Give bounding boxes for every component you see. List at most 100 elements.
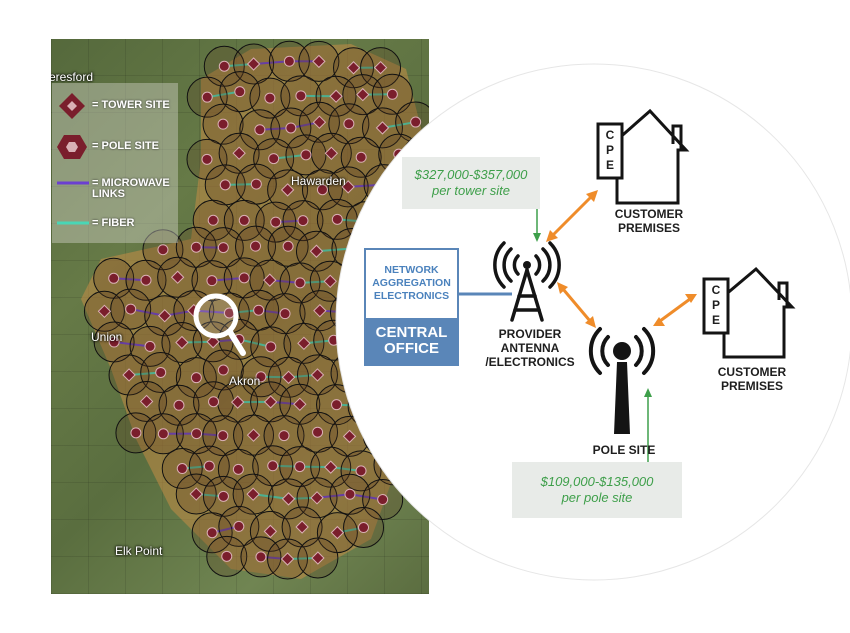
map-pole-site — [294, 461, 306, 473]
map-pole-site — [282, 240, 294, 252]
map-pole-site — [217, 490, 229, 502]
map-pole-site — [125, 303, 137, 315]
map-tower-site — [329, 89, 343, 103]
map-pole-site — [176, 463, 188, 475]
map-tower-site — [323, 274, 337, 289]
map-tower-site — [206, 335, 220, 349]
coverage-map: eresford Hawarden Akron Elk Point Union — [51, 39, 429, 594]
map-pole-site — [155, 366, 167, 378]
map-pole-site — [234, 86, 246, 98]
map-tower-site — [246, 57, 261, 71]
map-tower-site — [189, 487, 203, 501]
map-tower-site — [312, 115, 327, 129]
map-pole-site — [265, 341, 277, 353]
pole-cost-arrow — [644, 388, 652, 462]
place-label-beresford: eresford — [51, 70, 94, 84]
map-tower-site — [157, 309, 172, 323]
map-pole-site — [270, 216, 282, 228]
map-pole-site — [238, 272, 250, 284]
map-pole-site — [190, 241, 202, 253]
map-pole-site — [267, 460, 279, 472]
central-office-label: CENTRAL OFFICE — [366, 318, 457, 364]
map-pole-site — [386, 88, 398, 100]
map-tower-site — [341, 180, 355, 194]
map-pole-site — [250, 178, 262, 190]
map-tower-site — [280, 552, 295, 566]
map-pole-site — [254, 124, 266, 136]
map-tower-site — [175, 335, 189, 350]
map-tower-site — [230, 395, 245, 409]
map-pole-site — [130, 427, 142, 439]
map-tower-site — [297, 336, 311, 351]
legend-item-tower: = TOWER SITE — [52, 89, 178, 123]
map-tower-site — [263, 273, 277, 287]
map-pole-site — [283, 55, 295, 67]
map-pole-site — [377, 494, 389, 506]
central-office-box: NETWORK AGGREGATION ELECTRONICS CENTRAL … — [364, 248, 459, 366]
map-pole-site — [233, 520, 245, 532]
map-tower-site — [281, 370, 296, 385]
map-tower-site — [324, 460, 338, 474]
map-tower-site — [312, 54, 326, 69]
map-tower-site — [342, 429, 357, 444]
map-pole-site — [238, 214, 250, 226]
map-pole-site — [295, 90, 307, 102]
map-pole-site — [217, 118, 229, 130]
arrow-tower-to-customer-1 — [546, 190, 598, 242]
legend-item-fiber: = FIBER — [52, 213, 178, 247]
map-pole-site — [312, 426, 324, 438]
arrow-pole-to-customer-2 — [653, 294, 697, 326]
map-tower-site — [295, 520, 309, 534]
map-pole-site — [264, 92, 276, 104]
pole-cost-box: $109,000-$135,000 per pole site — [512, 462, 682, 518]
customer-premises-label-1: CUSTOMER PREMISES — [614, 207, 684, 235]
map-tower-site — [122, 368, 136, 382]
map-tower-site — [280, 183, 295, 197]
map-tower-site — [281, 492, 296, 506]
map-pole-site — [358, 522, 370, 534]
map-link — [207, 90, 240, 99]
map-pole-site — [208, 396, 220, 408]
map-pole-site — [206, 275, 218, 287]
map-tower-site — [311, 551, 325, 565]
map-tower-site — [375, 121, 390, 135]
map-legend: = TOWER SITE = POLE SITE = MICROWAVE LIN… — [52, 83, 178, 243]
map-pole-site — [206, 527, 218, 539]
pole-site-label: POLE SITE — [592, 443, 656, 457]
cpe-text-2: CPE — [704, 283, 728, 328]
map-tower-site — [330, 525, 345, 540]
cpe-text-1-inner: CPE — [605, 128, 615, 172]
provider-antenna-icon — [493, 241, 561, 322]
map-tower-site — [232, 146, 246, 160]
map-pole-site — [294, 277, 306, 289]
map-pole-site — [300, 149, 312, 161]
magnifier-icon — [193, 293, 246, 356]
map-pole-site — [279, 308, 291, 320]
map-pole-site — [191, 428, 203, 440]
map-tower-site — [246, 428, 261, 442]
map-pole-site — [217, 430, 229, 442]
map-tower-site — [309, 244, 324, 258]
cpe-text-1: CPE — [598, 128, 622, 173]
fiber-icon — [57, 221, 89, 225]
map-tower-site — [139, 394, 154, 409]
map-tower-site — [356, 87, 370, 102]
map-pole-site — [278, 430, 290, 442]
customer-premises-label-2: CUSTOMER PREMISES — [717, 365, 787, 393]
map-pole-site — [355, 465, 367, 477]
map-tower-site — [310, 368, 325, 382]
customer-house-icon-2 — [702, 266, 796, 359]
microwave-link-icon — [57, 181, 89, 185]
map-tower-site — [313, 303, 327, 318]
map-pole-site — [232, 463, 244, 475]
map-pole-site — [218, 60, 230, 72]
map-pole-site — [250, 240, 262, 252]
map-pole-site — [108, 272, 120, 284]
map-pole-site — [203, 460, 215, 472]
legend-label-tower: = TOWER SITE — [92, 99, 170, 111]
place-label-union: Union — [91, 330, 123, 344]
legend-label-microwave: = MICROWAVE LINKS — [92, 177, 170, 200]
map-pole-site — [219, 179, 231, 191]
map-pole-site — [253, 304, 265, 316]
map-tower-site — [246, 487, 260, 501]
